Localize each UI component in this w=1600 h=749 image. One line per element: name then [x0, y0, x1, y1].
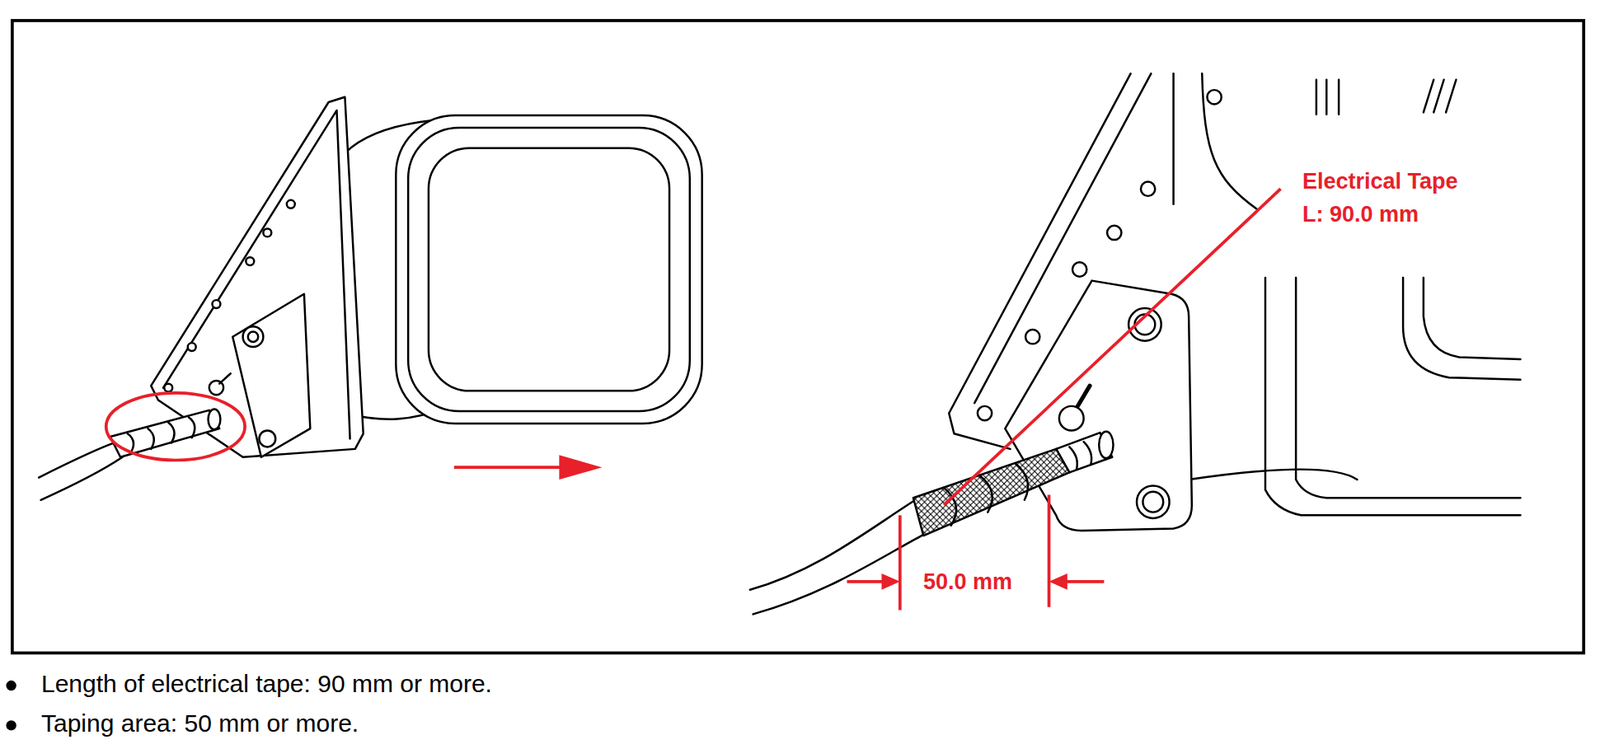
- leader-line: [943, 188, 1281, 506]
- note-text: Taping area: 50 mm or more.: [41, 708, 359, 739]
- direction-arrow: [454, 465, 562, 470]
- frame: [12, 20, 1584, 653]
- arrow-head: [1049, 573, 1068, 591]
- dimension-label: 50.0 mm: [923, 565, 1013, 599]
- tape-callout: Electrical Tape L: 90.0 mm: [1302, 164, 1476, 231]
- dimension-line: [846, 495, 1104, 611]
- bullet: [5, 680, 16, 691]
- bullet: [5, 720, 16, 731]
- note-text: Length of electrical tape: 90 mm or more…: [41, 669, 493, 700]
- highlight-circle: [106, 393, 245, 461]
- arrow-head: [558, 455, 602, 480]
- arrow-head: [882, 573, 901, 591]
